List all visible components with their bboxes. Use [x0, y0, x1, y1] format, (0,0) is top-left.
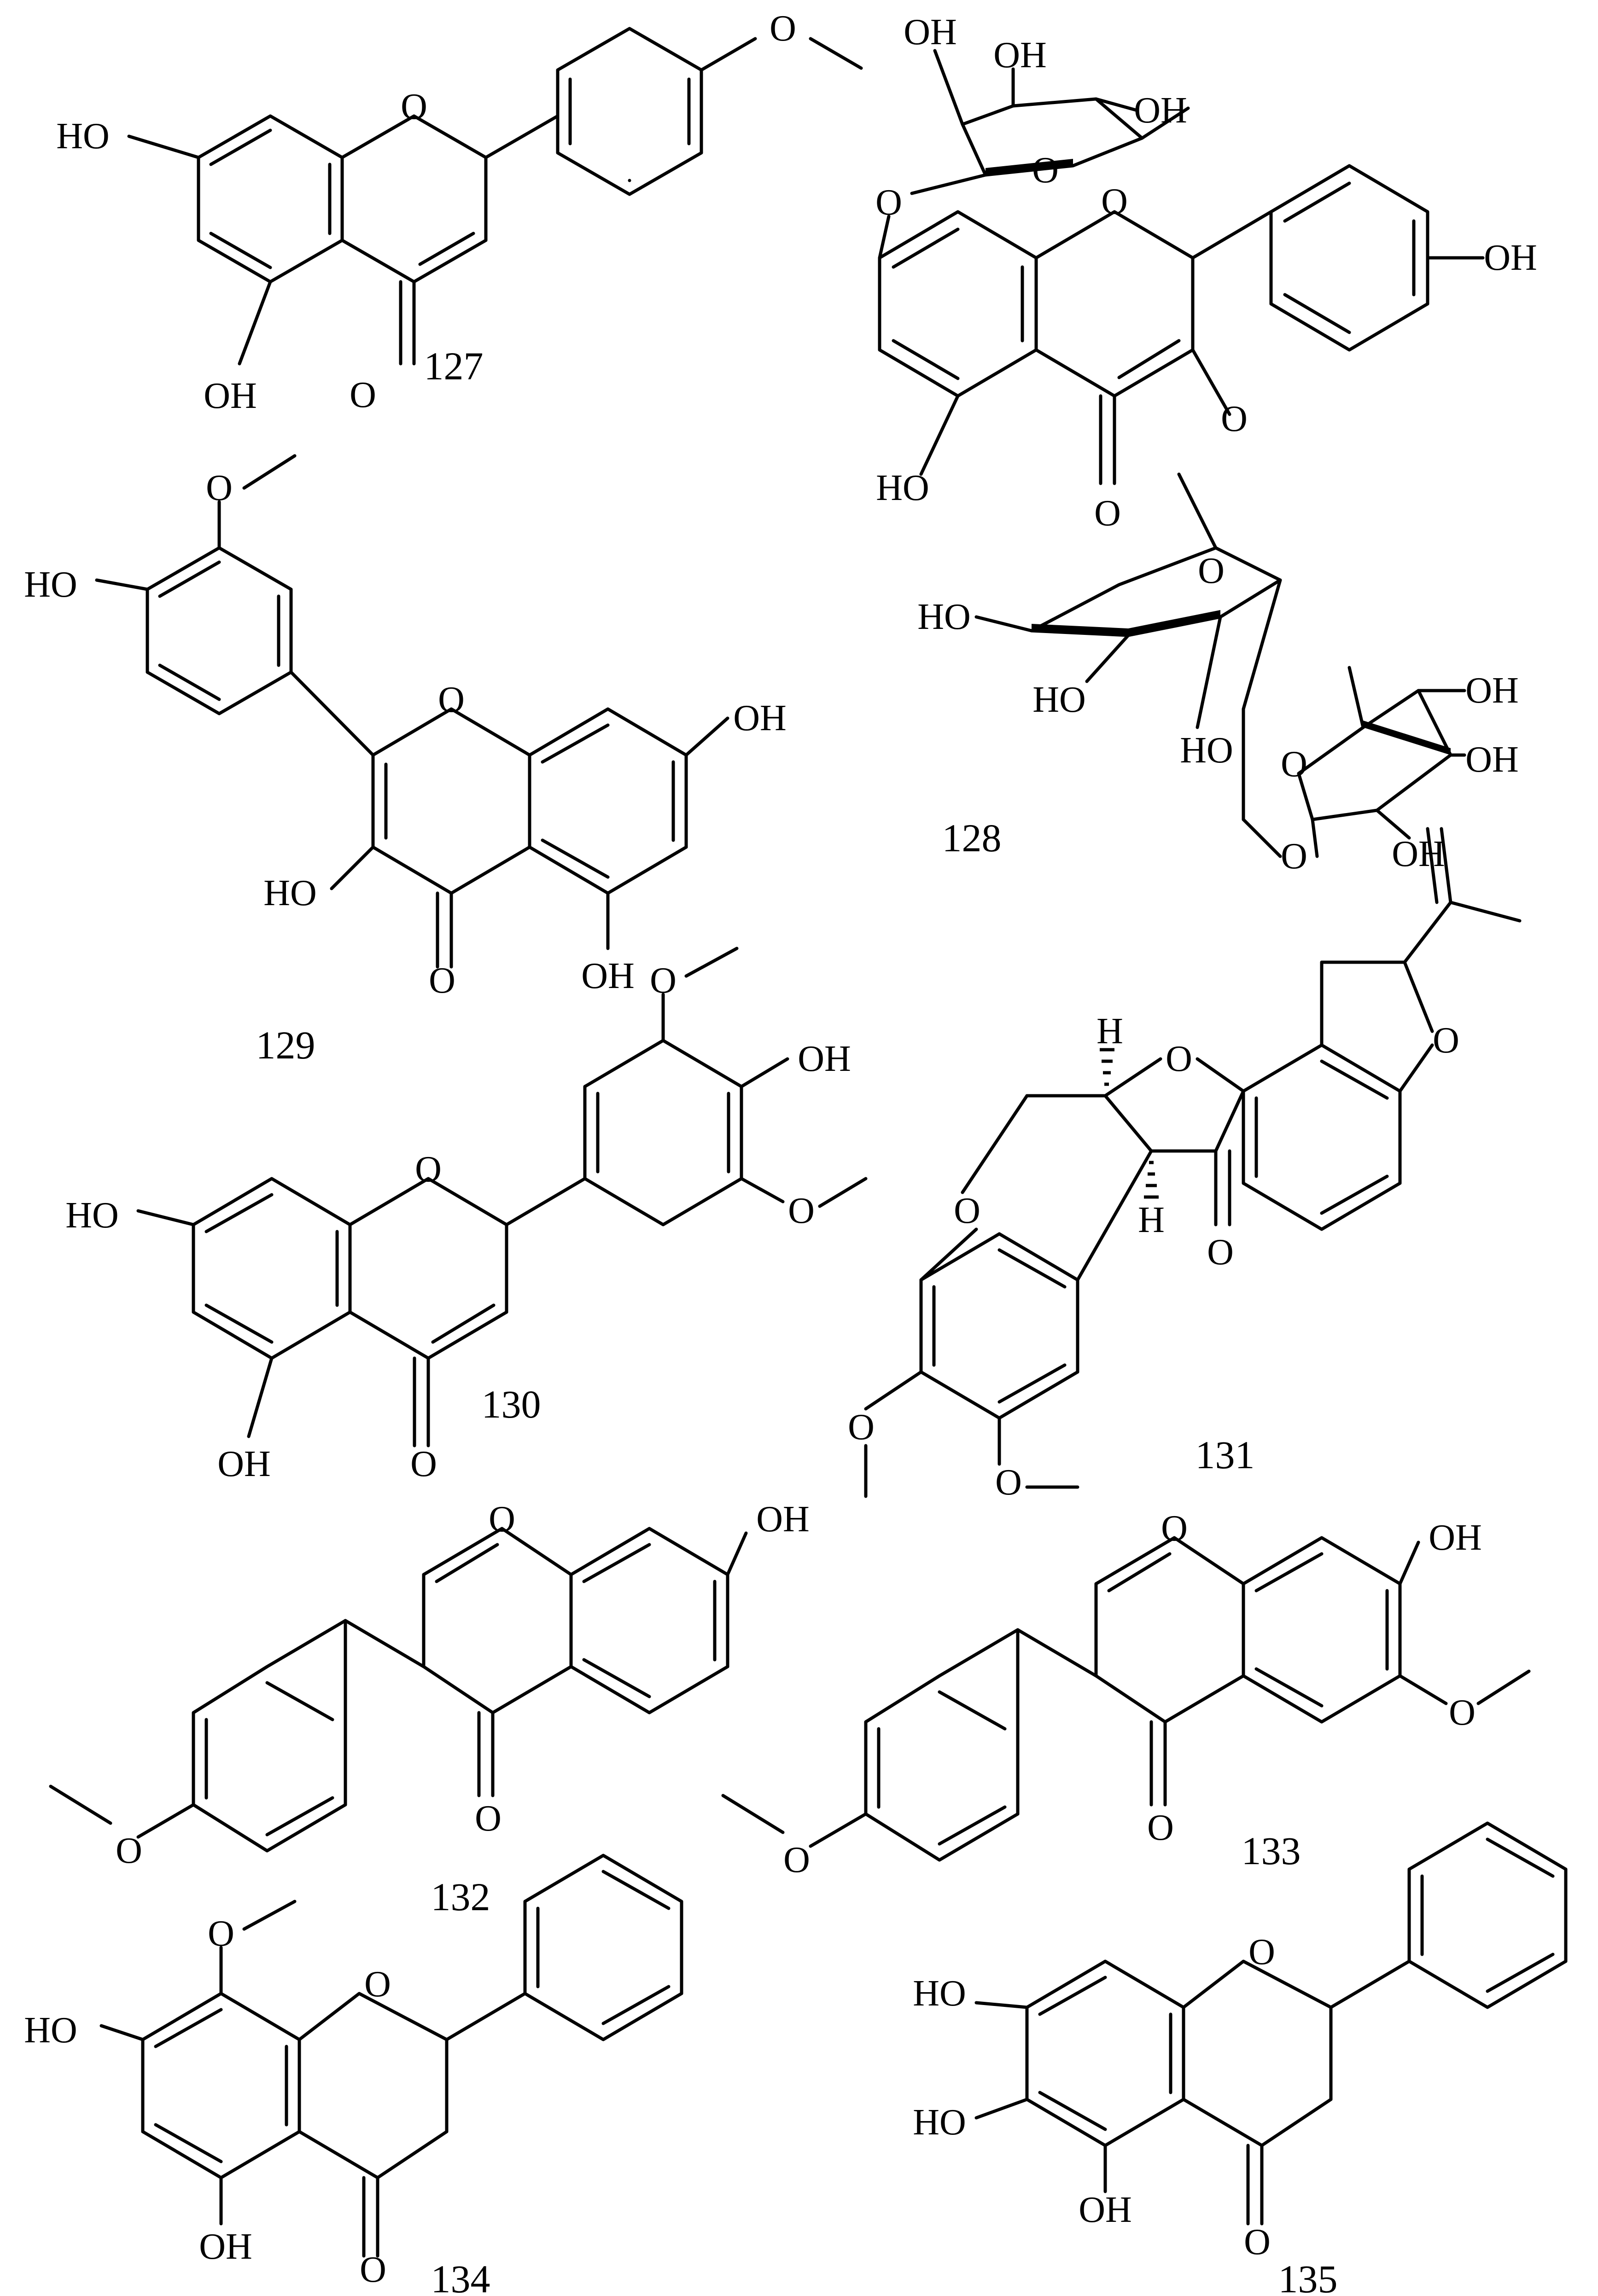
compound-number: 133	[1242, 1829, 1301, 1873]
atom-label-o: O	[360, 2249, 386, 2290]
structure-133	[721, 1536, 1531, 1862]
atom-label-h: H	[1096, 1011, 1123, 1052]
atom-label-o: O	[208, 1913, 234, 1954]
compound-number: 130	[482, 1382, 541, 1426]
atom-label-o: O	[1433, 1020, 1459, 1061]
atom-label-o: O	[410, 1444, 437, 1484]
atom-label-o: O	[650, 960, 677, 1001]
atom-label-oh: OH	[1465, 739, 1519, 780]
compound-number: 132	[431, 1875, 490, 1919]
atom-label-o: O	[364, 1964, 391, 2005]
structure-131	[864, 827, 1522, 1498]
atom-label-oh: OH	[1484, 238, 1537, 278]
atom-label-o: O	[1281, 744, 1307, 785]
atom-label-o: O	[954, 1191, 980, 1231]
compound-number: 128	[942, 816, 1002, 860]
atom-label-o: O	[770, 8, 796, 49]
atom-label-o: O	[1207, 1232, 1234, 1273]
atom-label-oh: OH	[581, 956, 635, 996]
atom-label-ho: HO	[65, 1195, 119, 1236]
atom-label-o: O	[350, 375, 376, 415]
atom-label-o: O	[848, 1407, 875, 1447]
atom-label-o: O	[1198, 551, 1225, 591]
atom-label-o: O	[1166, 1039, 1192, 1079]
compound-number: 134	[431, 2257, 490, 2296]
atom-label-o: O	[475, 1798, 502, 1839]
atom-label-h: H	[1138, 1200, 1165, 1240]
atom-label-o: O	[1147, 1808, 1174, 1848]
structure-128	[878, 49, 1485, 858]
atom-label-oh: OH	[217, 1444, 271, 1484]
atom-label-o: O	[1094, 493, 1121, 534]
atom-label-o: O	[206, 468, 233, 508]
atom-label-ho: HO	[1180, 730, 1233, 771]
atom-label-ho: HO	[263, 873, 317, 913]
atom-label-o: O	[438, 680, 465, 720]
atom-label-oh: OH	[1134, 90, 1187, 131]
atom-label-o: O	[116, 1831, 142, 1871]
atom-label-oh: OH	[204, 376, 257, 416]
structure-129	[95, 454, 729, 969]
compound-number: 131	[1196, 1433, 1255, 1477]
atom-label-oh: OH	[756, 1499, 810, 1540]
atom-label-ho: HO	[1032, 680, 1086, 720]
atom-label-o: O	[415, 1149, 442, 1190]
atom-label-o: O	[429, 960, 455, 1001]
atom-label-ho: HO	[24, 564, 77, 605]
atom-label-o: O	[1221, 399, 1248, 439]
atom-label-oh: OH	[1429, 1517, 1482, 1558]
atom-label-oh: OH	[733, 698, 787, 738]
structure-132	[49, 1527, 748, 1853]
atom-label-o: O	[1244, 2222, 1271, 2262]
atom-label-o: O	[489, 1499, 515, 1540]
atom-label-o: O	[1449, 1692, 1476, 1733]
compound-number: 135	[1278, 2257, 1338, 2296]
atom-label-oh: OH	[199, 2226, 252, 2267]
structure-134	[99, 1854, 683, 2258]
atom-label-ho: HO	[917, 597, 971, 637]
atom-label-oh: OH	[1465, 670, 1519, 711]
atom-label-o: O	[783, 1840, 810, 1880]
atom-label-o: O	[1032, 150, 1059, 191]
atom-label-ho: HO	[876, 468, 929, 508]
atom-label-oh: OH	[798, 1039, 851, 1079]
structure-127	[127, 27, 863, 366]
atom-label-o: O	[1281, 836, 1307, 877]
structure-130	[136, 947, 868, 1447]
atom-label-o: O	[1101, 181, 1128, 222]
atom-label-o: O	[1161, 1508, 1188, 1549]
atom-label-o: O	[1248, 1932, 1275, 1972]
compound-number: 129	[256, 1023, 315, 1067]
compound-number: 127	[424, 344, 484, 388]
atom-label-o: O	[401, 87, 427, 127]
atom-label-oh: OH	[1392, 834, 1445, 874]
atom-label-ho: HO	[913, 1973, 966, 2014]
atom-label-oh: OH	[904, 12, 957, 52]
atom-label-o: O	[788, 1191, 815, 1231]
atom-label-ho: HO	[56, 116, 110, 157]
atom-label-ho: HO	[913, 2102, 966, 2143]
atom-label-oh: OH	[1079, 2190, 1132, 2230]
atom-label-o: O	[995, 1462, 1022, 1503]
atom-label-ho: HO	[24, 2010, 77, 2051]
atom-label-o: O	[875, 182, 902, 223]
structure-135	[974, 1821, 1568, 2226]
atom-label-oh: OH	[993, 35, 1047, 76]
